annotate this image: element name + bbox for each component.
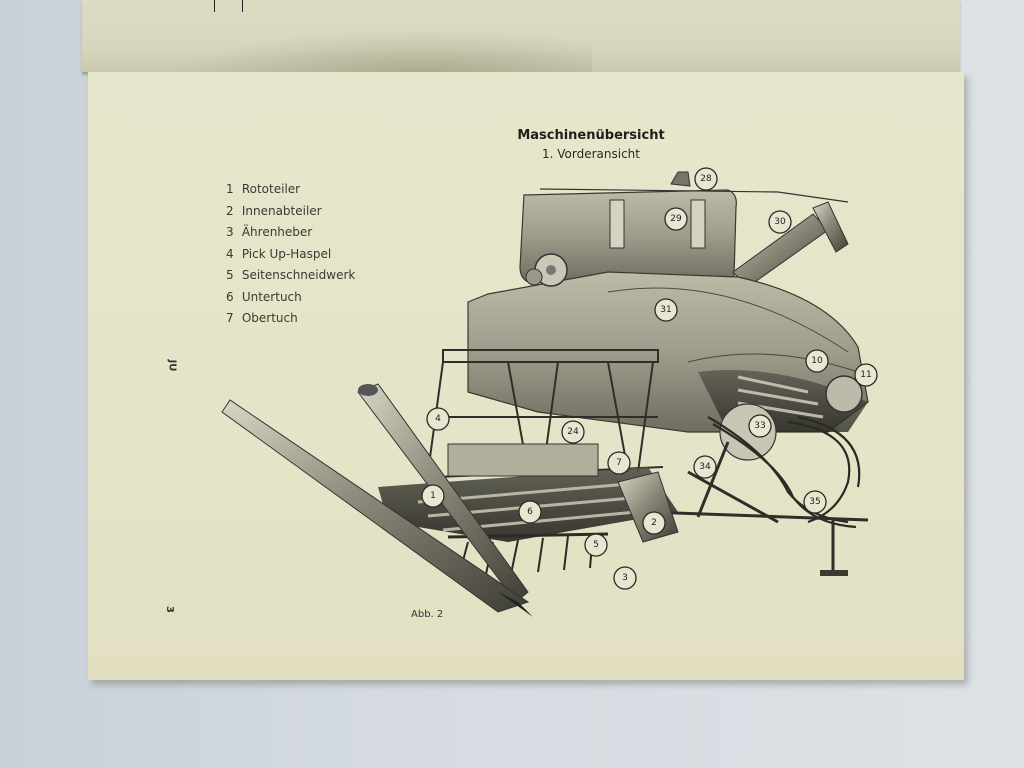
unloading-auger: [732, 201, 849, 288]
svg-text:3: 3: [622, 573, 628, 583]
combine-harvester-illustration: 1 2 3 4 5 6 7 10 11 24 28 29 30 31 33 34…: [221, 167, 878, 617]
part-callout: 35: [803, 490, 827, 514]
legend-item: 6 Untertuch: [226, 289, 302, 304]
print-mark: [242, 0, 243, 12]
part-callout: 5: [584, 533, 608, 557]
part-callout: 7: [607, 451, 631, 475]
svg-text:6: 6: [527, 507, 533, 517]
manual-page: Maschinenübersicht 1. Vorderansicht 1 Ro…: [88, 72, 964, 680]
part-callout: 10: [805, 349, 829, 373]
hydraulic-hoses: [707, 415, 861, 529]
page-subtitle: 1. Vorderansicht: [542, 147, 640, 161]
legend-item: 3 Ährenheber: [226, 225, 313, 239]
legend-item: 7 Obertuch: [226, 311, 298, 325]
part-callout: 31: [654, 298, 678, 322]
svg-text:1: 1: [430, 491, 436, 501]
svg-text:28: 28: [700, 174, 712, 184]
legend-item: 2 Innenabteiler: [226, 203, 322, 218]
part-callout: 28: [694, 167, 718, 191]
stand-foot: [820, 570, 848, 576]
svg-text:30: 30: [774, 217, 786, 227]
legend-item: 4 Pick Up-Haspel: [226, 246, 332, 261]
legend-item: 5 Seitenschneidwerk: [226, 268, 356, 282]
svg-text:11: 11: [860, 370, 871, 380]
svg-text:7: 7: [616, 458, 622, 468]
page-title: Maschinenübersicht: [517, 128, 665, 143]
part-callout: 30: [768, 210, 792, 234]
part-callout: 11: [854, 363, 878, 387]
svg-text:31: 31: [660, 305, 671, 315]
svg-text:33: 33: [754, 421, 765, 431]
figure-caption: Abb. 2: [411, 609, 444, 620]
part-callout: 34: [693, 455, 717, 479]
part-callout: 2: [642, 511, 666, 535]
svg-text:34: 34: [699, 462, 711, 472]
part-callout: 6: [518, 500, 542, 524]
parts-legend: 1 Rototeiler 2 Innenabteiler 3 Ährenhebe…: [226, 179, 355, 330]
svg-text:35: 35: [809, 497, 820, 507]
svg-text:29: 29: [670, 214, 682, 224]
svg-text:24: 24: [567, 427, 579, 437]
print-mark: [214, 0, 215, 12]
part-callout: 29: [664, 207, 688, 231]
svg-text:10: 10: [811, 356, 823, 366]
part-callout: 4: [426, 407, 450, 431]
part-callout: 24: [561, 420, 585, 444]
thresher-body: [467, 253, 869, 461]
part-callout: 3: [613, 566, 637, 590]
svg-text:4: 4: [435, 414, 441, 424]
legend-item: 1 Rototeiler: [226, 182, 301, 196]
part-callout: 1: [421, 484, 445, 508]
svg-text:5: 5: [593, 540, 599, 550]
chassis-frame: [647, 441, 869, 570]
previous-page-edge: [82, 0, 960, 73]
svg-text:2: 2: [651, 518, 657, 528]
part-callout: 33: [748, 414, 772, 438]
page-curl-shadow: [172, 30, 592, 72]
